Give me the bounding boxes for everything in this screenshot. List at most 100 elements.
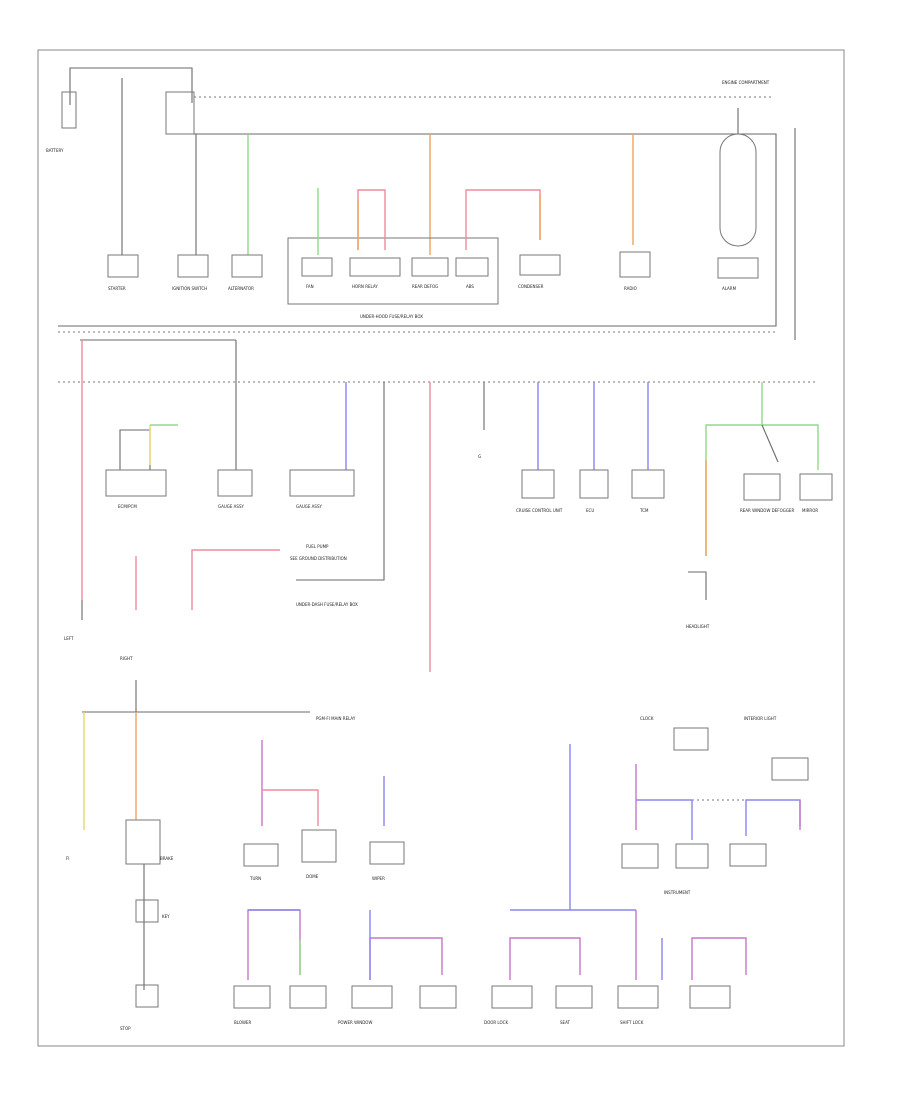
- ecm-bracket: [119, 429, 151, 470]
- shift-box-2: [689, 985, 731, 1009]
- middle-section: ECM/PCM GAUGE ASSY GAUGE ASSY FUEL PUMP …: [58, 339, 833, 672]
- turn-box-1: [243, 843, 279, 867]
- dome-box: [301, 829, 337, 863]
- fi-label: FI: [66, 856, 69, 861]
- alternator-box: [231, 254, 263, 278]
- purple-shift: [691, 937, 747, 980]
- red-turn: [262, 789, 319, 826]
- radio-box: [619, 251, 651, 278]
- stop-box: [135, 984, 159, 1008]
- ecu-label: ECU: [586, 508, 594, 513]
- switch-link: [761, 424, 779, 463]
- ecm-label: ECM/PCM: [118, 504, 137, 509]
- tcm-label: TCM: [639, 508, 649, 513]
- battery-box: [61, 91, 77, 129]
- horn-box: [349, 257, 401, 277]
- seat-label: SEAT: [560, 1020, 570, 1025]
- underhood-box-top: [58, 133, 777, 327]
- blower-box-2: [289, 985, 327, 1009]
- fuel-bracket: [296, 382, 385, 581]
- turn-label: TURN: [249, 876, 261, 881]
- brake-label: BRAKE: [160, 856, 174, 861]
- headlight-bracket: [688, 571, 707, 600]
- inst-box-1: [621, 843, 659, 869]
- lock-box-2: [555, 985, 593, 1009]
- lock-box-1: [491, 985, 533, 1009]
- starter-label: STARTER: [108, 286, 126, 291]
- ip-box-label: UNDER-DASH FUSE/RELAY BOX: [296, 602, 358, 607]
- alternator-label: ALTERNATOR: [228, 286, 254, 291]
- gauge-box-1: [217, 469, 253, 497]
- condenser-box: [519, 254, 561, 276]
- gauge-box-2: [289, 469, 355, 497]
- radio-label: RADIO: [624, 286, 637, 291]
- note-label: SEE GROUND DISTRIBUTION: [290, 556, 347, 561]
- key-label: KEY: [162, 914, 170, 919]
- ecm-box: [105, 469, 167, 497]
- alarm-label: ALARM: [722, 286, 737, 291]
- inst-box-3: [729, 843, 767, 867]
- purple-power: [369, 937, 443, 980]
- brake-switch: [125, 819, 161, 865]
- ignition-box: [177, 254, 209, 278]
- dome-label: DOME: [306, 874, 319, 879]
- power-box-2: [419, 985, 457, 1009]
- key-box: [135, 899, 159, 923]
- abs-label: ABS: [466, 284, 474, 289]
- rear-defog-label: REAR DEFOG: [412, 284, 438, 289]
- clock-box: [673, 727, 709, 751]
- abs-box: [455, 257, 489, 277]
- shift-label: SHIFT LOCK: [620, 1020, 644, 1025]
- power-label: POWER WINDOW: [338, 1020, 372, 1025]
- rear-window-box: [743, 473, 781, 501]
- rear-window-label: REAR WINDOW DEFOGGER: [740, 508, 794, 513]
- blower-box-1: [233, 985, 271, 1009]
- battery-feed: [69, 67, 193, 105]
- ignition-label: IGNITION SWITCH: [172, 286, 207, 291]
- tcm-box: [631, 469, 665, 499]
- top-right-label: ENGINE COMPARTMENT: [722, 80, 770, 85]
- blower-label: BLOWER: [234, 1020, 251, 1025]
- lock-label: DOOR LOCK: [484, 1020, 508, 1025]
- red-long-jump: [465, 189, 541, 250]
- shift-box-1: [617, 985, 659, 1009]
- horn-label: HORN RELAY: [352, 284, 378, 289]
- green-branch: [705, 424, 819, 556]
- fan-label: FAN: [306, 284, 314, 289]
- pgm-label: PGM-FI MAIN RELAY: [316, 716, 356, 721]
- power-box-1: [351, 985, 393, 1009]
- stop-label: STOP: [120, 1026, 131, 1031]
- top-section: BATTERY ENGINE COMPARTMENT UNDER-HOOD FU…: [46, 67, 796, 340]
- diagram-frame: [37, 49, 845, 1047]
- battery-label: BATTERY: [46, 148, 64, 153]
- gauge-label-2: GAUGE ASSY: [296, 504, 322, 509]
- main-fuse-box: [165, 91, 195, 135]
- purple-lock: [509, 937, 581, 980]
- relay-group-box: [287, 237, 499, 305]
- blue-int-right: [745, 799, 801, 836]
- mirror-label: MIRROR: [802, 508, 818, 513]
- wiper-box: [369, 841, 405, 865]
- fuel-label: FUEL PUMP: [306, 544, 329, 549]
- bottom-section: PGM-FI MAIN RELAY FI BRAKE KEY STOP TURN…: [66, 680, 809, 1031]
- ecu-box: [579, 469, 609, 499]
- rear-defog-box: [411, 257, 449, 277]
- headlight-label: HEADLIGHT: [686, 624, 710, 629]
- red-orange-jump: [357, 189, 386, 250]
- alarm-box: [717, 257, 759, 279]
- cruise-label: CRUISE CONTROL UNIT: [516, 508, 563, 513]
- inst-box-2: [675, 843, 709, 869]
- wiper-label: WIPER: [372, 876, 385, 881]
- starter-box: [107, 254, 139, 278]
- mirror-box: [799, 473, 833, 501]
- clock-label: CLOCK: [640, 716, 654, 721]
- int-label: INTERIOR LIGHT: [744, 716, 777, 721]
- left-label: LEFT: [64, 636, 74, 641]
- alarm-capsule: [719, 133, 757, 247]
- condenser-label: CONDENSER: [518, 284, 544, 289]
- right-label: RIGHT: [120, 656, 133, 661]
- purple-blower: [247, 909, 301, 980]
- underhood-box-label: UNDER-HOOD FUSE/RELAY BOX: [360, 314, 423, 319]
- inst-label: INSTRUMENT: [664, 890, 691, 895]
